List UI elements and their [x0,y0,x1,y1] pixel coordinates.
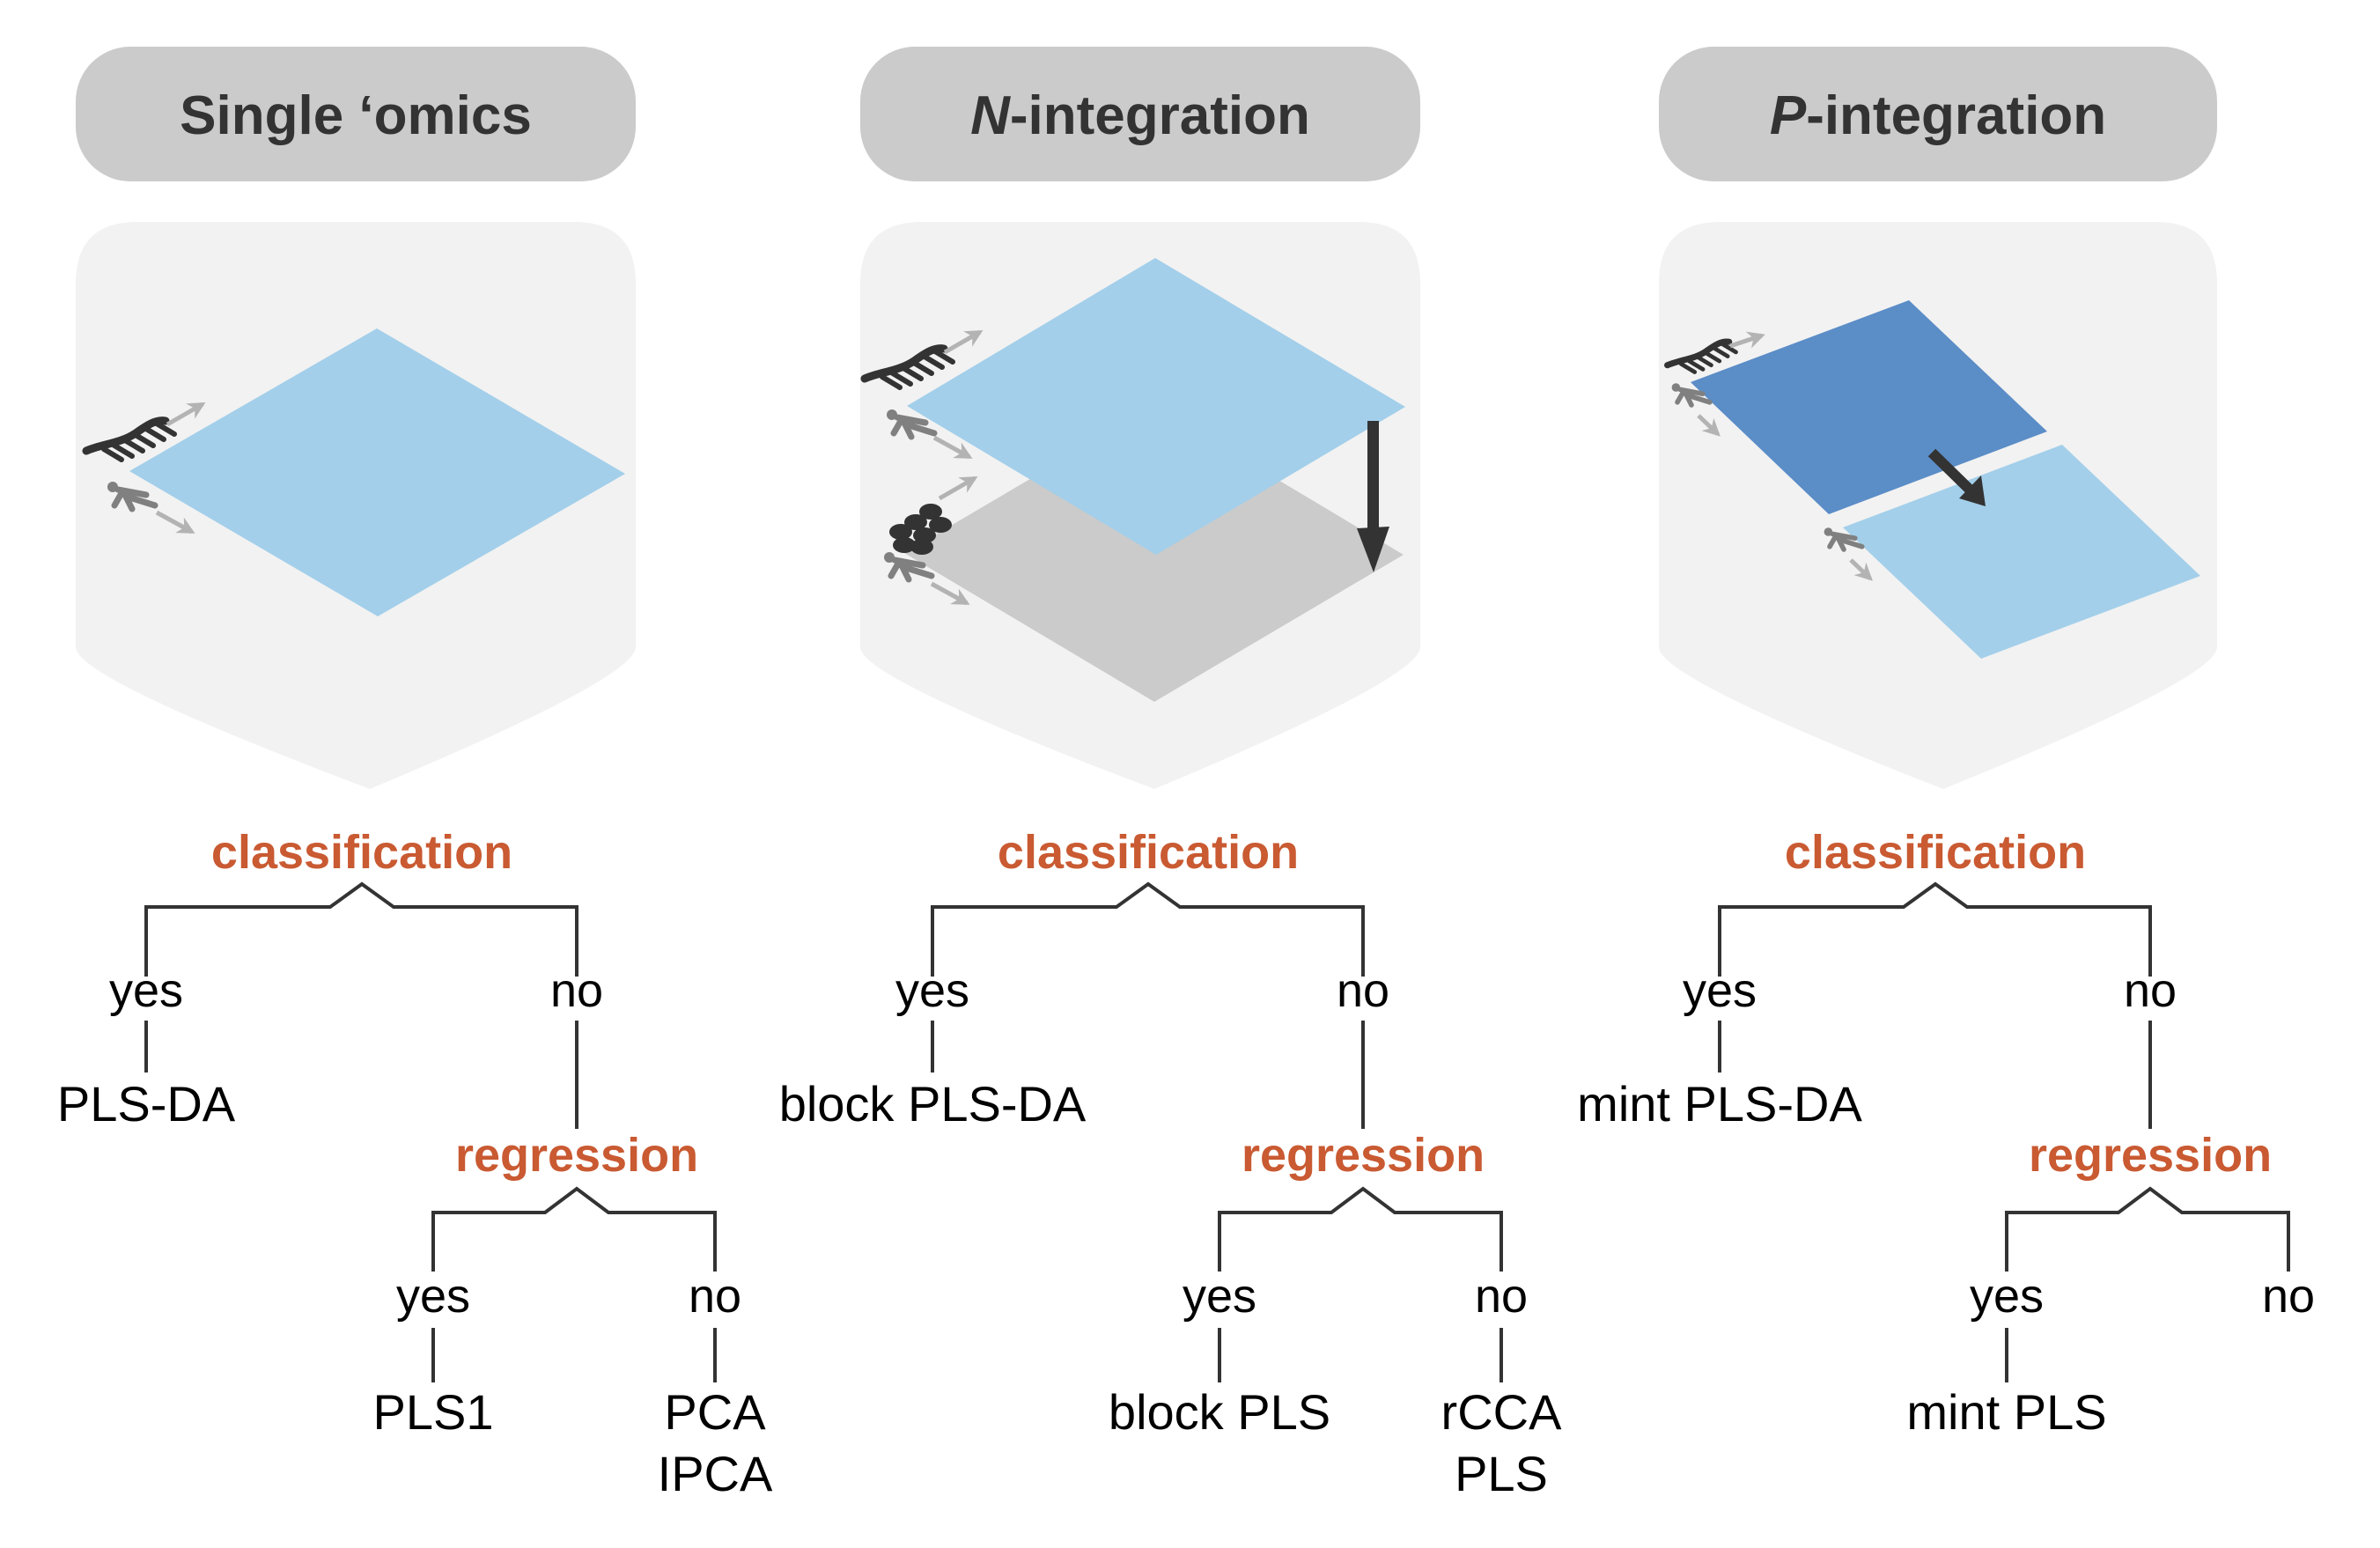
variables-arrow-icon [166,402,206,427]
decision-regression: regression [1242,1129,1485,1182]
branch-label-no: no [689,1270,741,1323]
data-matrix-plane [129,328,625,616]
branch-label-no: no [2124,964,2177,1017]
variables-arrow-icon [1729,331,1765,349]
method-label: mint PLS [1906,1384,2106,1440]
variables-comb-icon [1664,338,1738,374]
samples-arrow-icon [932,435,973,460]
method-label: PCA [664,1384,766,1440]
method-label: block PLS [1109,1384,1330,1440]
samples-person-icon [1671,383,1713,408]
samples-arrow-icon [930,581,970,606]
decision-classification: classification [998,826,1299,879]
data-matrix-plane-study-2 [1843,445,2200,659]
header-pill-single-omics [76,47,636,181]
data-matrix-plane-upper [907,258,1405,555]
branch-label-yes: yes [109,964,183,1017]
down-arrow-icon [1357,421,1389,572]
variables-comb-icon [860,344,955,390]
regression-bracket [2005,1186,2290,1272]
method-label: PLS-DA [57,1076,236,1132]
method-label: mint PLS-DA [1577,1076,1862,1132]
method-label: PLS1 [373,1384,494,1440]
data-matrix-plane-lower [904,406,1404,702]
column-n-integration: N-integration [860,47,1420,789]
method-label: rCCA [1441,1384,1563,1440]
samples-person-icon [1824,527,1865,552]
method-label: block PLS-DA [779,1076,1087,1132]
samples-person-icon [107,482,158,512]
decision-tree-n-integration: classification yes no block PLS-DA regressio… [779,826,1562,1501]
header-pill-p-integration [1659,47,2217,181]
variables-cluster-icon [889,504,952,555]
column-single-omics: Single ‘omics [76,47,636,789]
samples-person-icon [887,409,938,440]
method-label: PLS [1455,1446,1548,1501]
method-label: IPCA [658,1446,773,1501]
decision-regression: regression [455,1129,698,1182]
decision-regression: regression [2029,1129,2272,1182]
column-p-integration: P-integration [1659,47,2217,789]
variables-comb-icon [82,416,177,462]
regression-bracket [1218,1186,1503,1272]
branch-label-no: no [2262,1270,2315,1323]
variables-arrow-icon [943,329,984,355]
header-title-p-integration: P-integration [1770,85,2106,146]
branch-label-yes: yes [1183,1270,1256,1323]
header-title-n-integration: N-integration [970,85,1310,146]
branch-label-yes: yes [1970,1270,2044,1323]
classification-bracket [1718,881,2152,977]
data-matrix-plane-study-1 [1691,300,2047,514]
samples-arrow-icon [1697,414,1721,437]
classification-bracket [931,881,1365,977]
decision-classification: classification [1785,826,2086,879]
decision-tree-p-integration: classification yes no mint PLS-DA regression… [1577,826,2315,1440]
decision-classification: classification [211,826,512,879]
samples-arrow-icon [1849,558,1873,581]
branch-label-yes: yes [1683,964,1757,1017]
branch-label-no: no [550,964,603,1017]
branch-label-no: no [1475,1270,1528,1323]
samples-person-icon [884,552,935,583]
classification-bracket [144,881,578,977]
branch-label-yes: yes [396,1270,470,1323]
regression-bracket [431,1186,717,1272]
header-title-single-omics: Single ‘omics [180,85,532,146]
variables-arrow-icon [938,475,978,501]
branch-label-yes: yes [895,964,969,1017]
samples-arrow-icon [155,510,195,534]
header-pill-n-integration [860,47,1420,181]
branch-label-no: no [1337,964,1389,1017]
diagonal-arrow-icon [1927,448,1986,506]
